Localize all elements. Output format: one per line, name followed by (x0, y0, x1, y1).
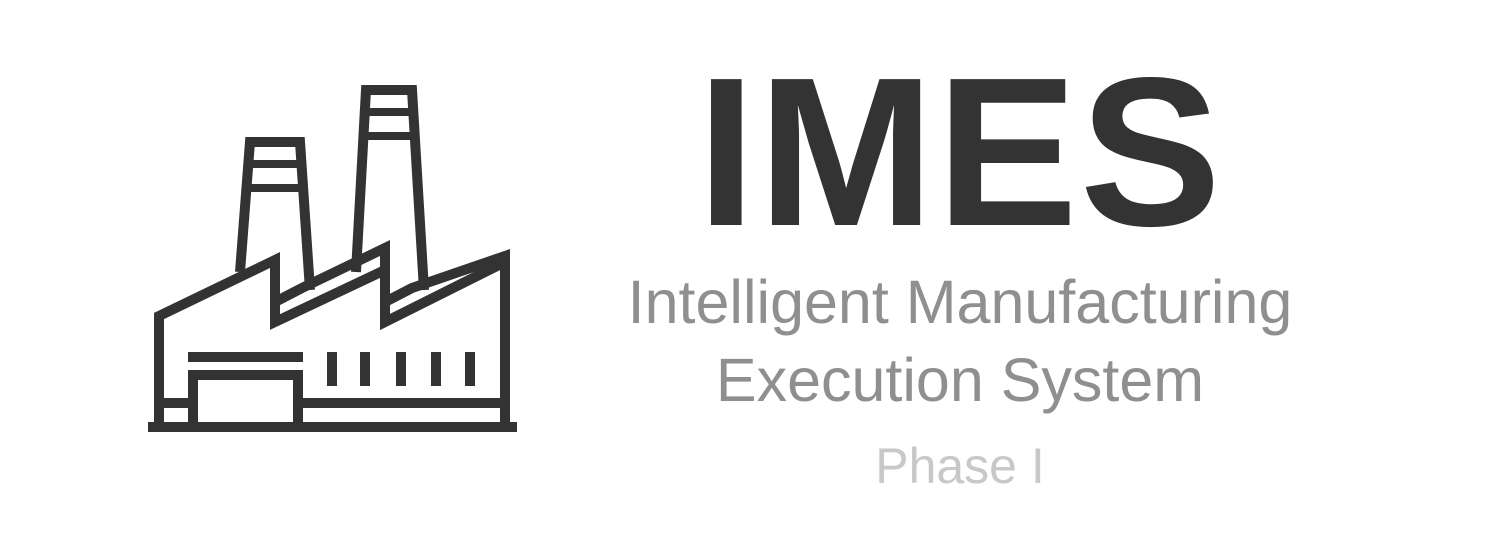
factory-icon (148, 85, 517, 432)
factory-logo (140, 80, 525, 440)
phase-label: Phase I (875, 438, 1045, 494)
app-title: IMES (696, 33, 1224, 270)
subtitle-line-1: Intelligent Manufacturing (627, 268, 1293, 336)
subtitle-line-2: Execution System (715, 346, 1205, 414)
title-block: IMES Intelligent Manufacturing Execution… (560, 0, 1360, 542)
